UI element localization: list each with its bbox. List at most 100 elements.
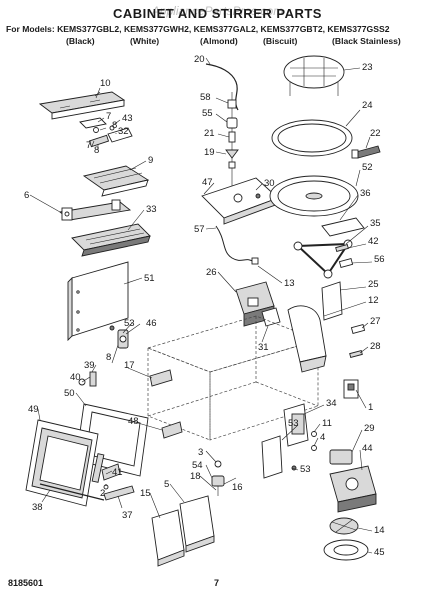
- callout-24: 24: [362, 100, 373, 111]
- part-48-panel: [161, 421, 183, 439]
- callout-45: 45: [374, 547, 385, 558]
- callout-43: 43: [122, 113, 133, 124]
- page-title: CABINET AND STIRRER PARTS: [113, 6, 322, 21]
- callout-53b: 53: [288, 418, 299, 429]
- part-1-switch: [343, 379, 359, 399]
- callout-38: 38: [32, 502, 43, 513]
- color-black: (Black): [66, 36, 95, 46]
- color-white: (White): [130, 36, 160, 46]
- callout-1: 1: [368, 402, 373, 413]
- part-31-bracket: [261, 307, 281, 327]
- callout-9: 9: [148, 155, 153, 166]
- callout-46: 46: [146, 318, 157, 329]
- models-line: For Models: KEMS377GBL2, KEMS377GWH2, KE…: [6, 24, 390, 34]
- part-47-plate: [201, 177, 279, 225]
- callout-15: 15: [140, 488, 151, 499]
- callout-25: 25: [368, 279, 379, 290]
- part-45-gasket: [323, 539, 369, 561]
- callout-49: 49: [28, 404, 39, 415]
- color-black-stainless: (Black Stainless): [332, 36, 401, 46]
- part-25-cover: [321, 281, 343, 321]
- part-34-bracket: [283, 403, 309, 447]
- callout-6: 6: [24, 190, 29, 201]
- callout-22: 22: [370, 128, 381, 139]
- callout-29: 29: [364, 423, 375, 434]
- leader-lines: [29, 57, 373, 554]
- part-38-hinge-rod: [39, 483, 105, 501]
- page-number: 7: [214, 578, 220, 588]
- callout-47: 47: [202, 177, 213, 188]
- callout-4: 4: [320, 432, 325, 443]
- callout-53c: 53: [300, 464, 311, 475]
- part-42-56-clips: [335, 243, 354, 269]
- callout-37: 37: [122, 510, 133, 521]
- part-37-trim: [103, 485, 135, 501]
- callout-53a: 53: [124, 318, 135, 329]
- part-6-rail: [58, 199, 132, 221]
- part-14-fan: [329, 517, 359, 535]
- callout-30: 30: [264, 178, 275, 189]
- part-41-latch: [101, 463, 121, 490]
- callout-35: 35: [370, 218, 381, 229]
- callout-55: 55: [202, 108, 213, 119]
- part-15-duct: [151, 509, 185, 567]
- callout-20: 20: [194, 54, 205, 65]
- color-almond: (Almond): [200, 36, 238, 46]
- part-29-motor: [329, 449, 353, 465]
- callout-48: 48: [128, 416, 139, 427]
- callout-7: 7: [106, 111, 111, 122]
- callout-44: 44: [362, 443, 373, 454]
- callout-52: 52: [362, 162, 373, 173]
- callout-23: 23: [362, 62, 373, 73]
- callout-39: 39: [84, 360, 95, 371]
- callout-11: 11: [322, 418, 332, 429]
- callout-31: 31: [258, 342, 269, 353]
- part-24-ring: [271, 119, 353, 157]
- callout-7b: 7: [86, 140, 91, 151]
- part-17-label: [149, 369, 173, 387]
- part-5-duct: [179, 495, 215, 553]
- part-23-rack: [283, 55, 345, 96]
- part-58-stirrer-stack: [225, 92, 239, 186]
- callout-54: 54: [192, 460, 203, 471]
- callout-17: 17: [124, 360, 135, 371]
- callout-18: 18: [190, 471, 201, 482]
- callout-27: 27: [370, 316, 381, 327]
- callout-36: 36: [360, 188, 371, 199]
- callout-42: 42: [368, 236, 379, 247]
- callout-41: 41: [112, 467, 123, 478]
- part-27-28-small: [349, 323, 366, 359]
- part-7-43-hardware: [79, 117, 133, 148]
- part-9-vent: [82, 165, 150, 197]
- callout-10: 10: [100, 78, 111, 89]
- cabinet-phantom: [146, 315, 320, 441]
- callout-26: 26: [206, 267, 217, 278]
- part-52-turntable: [269, 175, 359, 217]
- document-number: 8185601: [8, 578, 44, 588]
- callout-40: 40: [70, 372, 81, 383]
- callout-51: 51: [144, 273, 155, 284]
- part-36-support: [321, 217, 365, 237]
- part-22-clip: [351, 145, 381, 159]
- callout-21: 21: [204, 128, 215, 139]
- callout-28: 28: [370, 341, 381, 352]
- part-54-fuse: [211, 460, 225, 496]
- callout-57: 57: [194, 224, 205, 235]
- callout-14: 14: [374, 525, 385, 536]
- callout-50: 50: [64, 388, 75, 399]
- callout-numbers: 10 7 8 43 32 7 8 9 6 33 51 53 46 8 17 39…: [24, 54, 385, 558]
- part-49-door: [25, 419, 105, 507]
- callout-19: 19: [204, 147, 215, 158]
- callout-33: 33: [146, 204, 157, 215]
- callout-5: 5: [164, 479, 169, 490]
- part-57-harness: [215, 225, 259, 265]
- callout-8b: 8: [94, 145, 99, 156]
- callout-58: 58: [200, 92, 211, 103]
- part-44-transformer: [329, 465, 377, 513]
- color-biscuit: (Biscuit): [263, 36, 298, 46]
- callout-13: 13: [284, 278, 295, 289]
- part-33-grille: [71, 223, 151, 257]
- part-10-bracket: [38, 91, 126, 120]
